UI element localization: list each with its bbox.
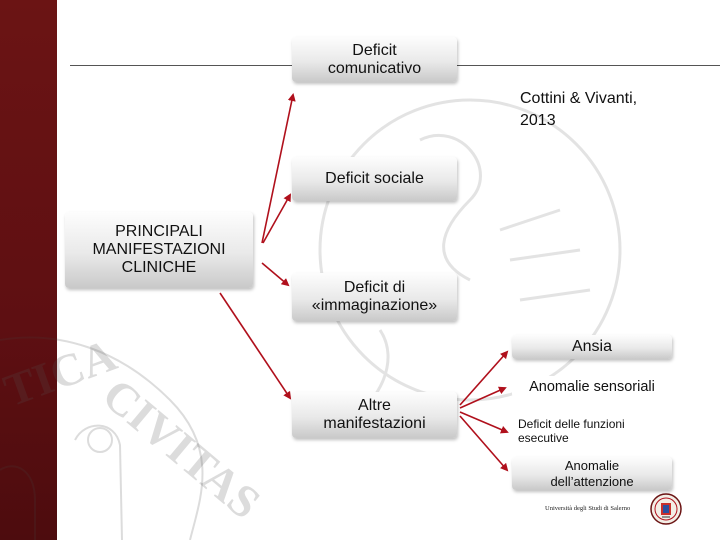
box-deficit-funzioni-esecutive: Deficit delle funzioni esecutive (512, 416, 692, 446)
box-deficit-immaginazione: Deficit di «immaginazione» (292, 273, 457, 321)
box-deficit-immaginazione-label: Deficit di «immaginazione» (311, 279, 438, 314)
box-anomalie-sensoriali: Anomalie sensoriali (512, 376, 672, 398)
box-principali-manifestazioni: PRINCIPALI MANIFESTAZIONI CLINICHE (65, 212, 253, 288)
arrow-to-altre (219, 292, 292, 400)
arrow-to-attenzione (459, 415, 509, 472)
box-anomalie-attenzione-label: Anomalie dell’attenzione (550, 457, 634, 489)
box-deficit-sociale: Deficit sociale (292, 157, 457, 201)
box-anomalie-attenzione: Anomalie dell’attenzione (512, 457, 672, 490)
box-deficit-funzioni-esecutive-label: Deficit delle funzioni esecutive (518, 417, 625, 445)
box-principali-manifestazioni-label: PRINCIPALI MANIFESTAZIONI CLINICHE (92, 223, 226, 276)
box-ansia-label: Ansia (571, 338, 613, 355)
footer-university: Università degli Studi di Salerno (545, 505, 631, 512)
citation-text: Cottini & Vivanti, 2013 (520, 90, 638, 129)
arrow-to-esecutive (459, 411, 509, 434)
arrow-to-communicativo (261, 93, 296, 244)
box-ansia: Ansia (512, 335, 672, 359)
arrow-to-ansia (459, 350, 509, 406)
box-altre-manifestazioni: Altre manifestazioni (292, 392, 457, 438)
box-deficit-sociale-label: Deficit sociale (325, 170, 424, 187)
box-altre-manifestazioni-label: Altre manifestazioni (323, 397, 426, 432)
arrow-to-sociale (262, 193, 291, 244)
arrow-to-sensoriali (459, 386, 507, 409)
box-deficit-comunicativo-label: Deficit comunicativo (327, 41, 422, 77)
box-anomalie-sensoriali-label: Anomalie sensoriali (529, 379, 655, 395)
sidebar-band (0, 0, 57, 540)
arrow-to-immaginazione (261, 262, 290, 287)
box-deficit-comunicativo: Deficit comunicativo (292, 37, 457, 82)
university-seal-icon (650, 493, 682, 525)
